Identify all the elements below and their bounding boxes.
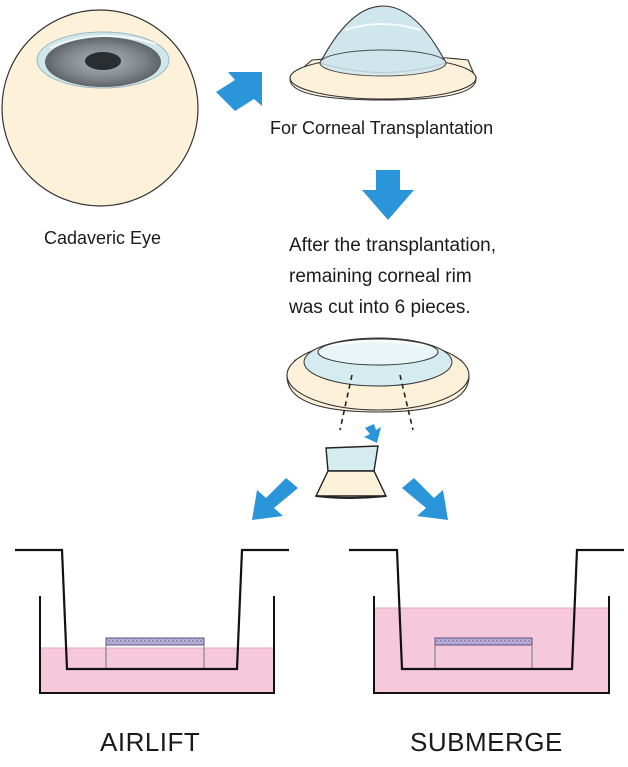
airlift-well (15, 548, 289, 694)
corneal-rim (286, 337, 470, 431)
pupil (85, 52, 121, 70)
transplant-cornea (289, 5, 477, 101)
after-transplant-text: After the transplantation, remaining cor… (289, 230, 496, 323)
arrow-down-right-icon (402, 478, 448, 520)
after-line-2: remaining corneal rim (289, 266, 472, 287)
after-line-3: was cut into 6 pieces. (289, 297, 471, 318)
airlift-outer-wall (39, 596, 275, 694)
airlift-tissue (105, 637, 205, 646)
transplantation-label: For Corneal Transplantation (270, 118, 494, 138)
submerge-outer-wall (373, 596, 610, 694)
airlift-medium (40, 648, 274, 693)
submerge-medium (374, 608, 609, 693)
cut-line-left (339, 374, 353, 431)
cut-line-right (399, 374, 414, 431)
cadaveric-eye (1, 9, 199, 207)
airlift-insert (15, 548, 289, 671)
arrow-down-left-icon (252, 478, 298, 520)
submerge-label: SUBMERGE (410, 727, 563, 757)
small-arrow-icon (364, 424, 381, 443)
after-line-1: After the transplantation, (289, 235, 497, 256)
dome-base (319, 49, 447, 77)
corneal-piece (314, 445, 388, 499)
submerge-well (349, 548, 624, 694)
arrow-right-icon (216, 72, 262, 111)
submerge-insert (349, 548, 624, 671)
cornea-highlight (49, 34, 157, 49)
submerge-tissue (434, 637, 533, 646)
cadaveric-eye-label: Cadaveric Eye (44, 228, 162, 248)
rim-hole (317, 338, 439, 366)
airlift-label: AIRLIFT (100, 727, 201, 757)
arrow-down-icon (362, 170, 414, 220)
